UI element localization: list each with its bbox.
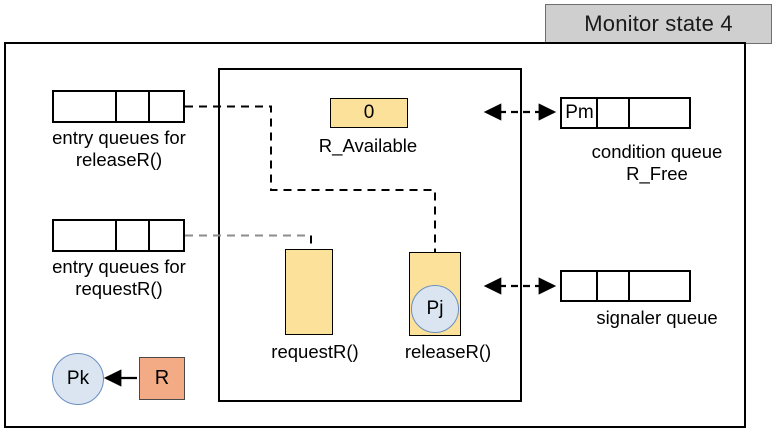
queue-cell <box>150 92 183 121</box>
queue-cell <box>562 272 598 300</box>
queue-cell <box>150 221 183 250</box>
condition-queue-r-free[interactable]: Pm <box>560 97 691 129</box>
procedure-releaser-label: releaseR() <box>404 341 492 362</box>
process-pj[interactable]: Pj <box>411 285 459 333</box>
entry-queue-requestr[interactable] <box>52 219 185 252</box>
entry-queue-releaser-label: entry queues for releaseR() <box>52 127 186 170</box>
r-available-label: R_Available <box>318 135 418 156</box>
entry-queue-requestr-label: entry queues for requestR() <box>52 256 186 299</box>
monitor-state-badge: Monitor state 4 <box>545 4 772 44</box>
queue-cell <box>630 99 689 127</box>
queue-cell <box>54 221 118 250</box>
queue-cell <box>630 272 689 300</box>
signaler-queue-label: signaler queue <box>596 307 718 328</box>
queue-cell <box>598 99 630 127</box>
queue-cell <box>117 92 151 121</box>
procedure-requestr-label: requestR() <box>271 341 359 362</box>
entry-queue-releaser[interactable] <box>52 90 185 123</box>
condition-queue-label: condition queue R_Free <box>591 141 723 184</box>
signaler-queue[interactable] <box>560 270 691 302</box>
queue-cell <box>117 221 151 250</box>
process-pk[interactable]: Pk <box>52 353 104 405</box>
procedure-requestr[interactable] <box>285 249 333 335</box>
queue-cell <box>598 272 630 300</box>
resource-r[interactable]: R <box>139 357 185 400</box>
queue-cell: Pm <box>562 99 598 127</box>
r-available-value: 0 <box>330 98 408 128</box>
outer-frame <box>4 42 746 428</box>
queue-cell <box>54 92 118 121</box>
